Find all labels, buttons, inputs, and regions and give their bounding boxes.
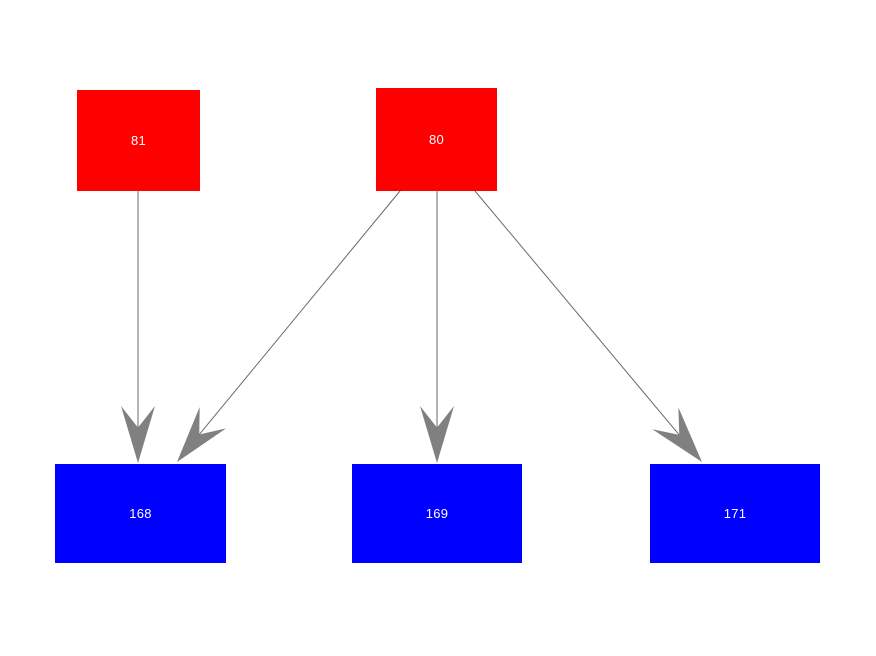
graph-node-169[interactable]: 169: [352, 464, 522, 563]
edge-arrowheads-group: [121, 406, 702, 463]
node-label: 168: [129, 506, 152, 521]
graph-node-81[interactable]: 81: [77, 90, 200, 191]
node-label: 81: [130, 133, 147, 148]
edge-lines-group: [137, 190, 680, 436]
graph-node-80[interactable]: 80: [376, 88, 497, 191]
arrowhead-icon-80-169: [420, 406, 454, 463]
node-label: 169: [425, 506, 449, 521]
graph-node-168[interactable]: 168: [55, 464, 226, 563]
arrowhead-icon-80-171: [652, 407, 702, 462]
edge-line-80-168: [198, 190, 401, 435]
arrowhead-icon-81-168: [121, 406, 155, 463]
edge-line-80-171: [474, 190, 680, 436]
node-label: 171: [723, 506, 747, 521]
node-label: 80: [428, 132, 445, 147]
arrowhead-icon-80-168: [177, 407, 227, 462]
graph-node-171[interactable]: 171: [650, 464, 820, 563]
